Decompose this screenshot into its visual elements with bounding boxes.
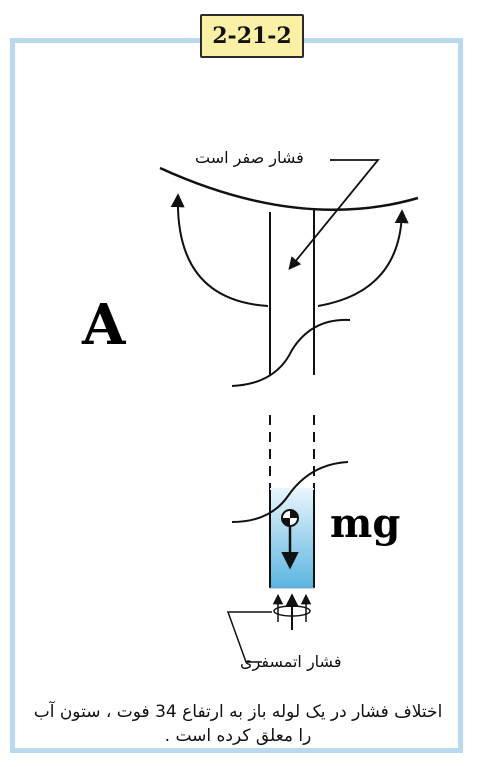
right-curved-arrow (318, 212, 402, 306)
figure-caption: اختلاف فشار در یک لوله باز به ارتفاع 34 … (30, 700, 446, 748)
water-column (270, 488, 314, 588)
figure-number-tag: 2-21-2 (200, 14, 304, 58)
weight-label: mg (330, 500, 400, 547)
upper-break-wave (232, 320, 350, 386)
area-label: A (82, 292, 125, 358)
left-curved-arrow (178, 196, 268, 306)
atmospheric-pressure-label: فشار اتمسفری (240, 652, 341, 671)
top-surface-curve (160, 168, 418, 210)
zero-pressure-label: فشار صفر است (195, 148, 304, 167)
zero-pressure-pointer (290, 160, 378, 268)
